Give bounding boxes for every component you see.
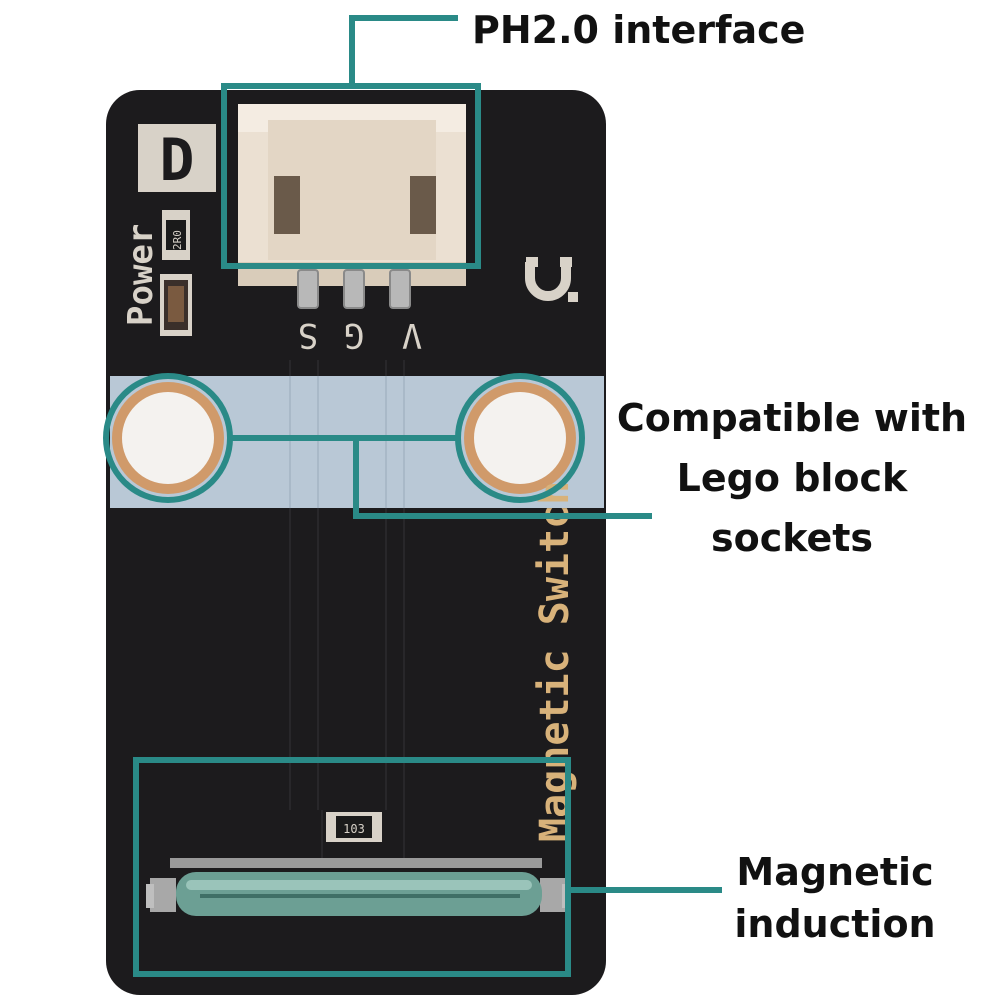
id-letter: D	[160, 126, 195, 194]
magnet-dot	[568, 292, 578, 302]
pin-label-v: V	[402, 315, 422, 355]
smd-resistor-power: 2R0	[162, 210, 190, 260]
magnet-icon	[525, 257, 572, 301]
ph20-leader	[349, 15, 458, 86]
lego-socket-left	[112, 382, 224, 494]
callout-magnetic-line-1: Magnetic	[736, 850, 934, 894]
band-lines	[289, 376, 405, 508]
resistor-code: 103	[343, 822, 365, 836]
power-led	[160, 274, 192, 336]
board-name-label: Magnetic Switch	[532, 481, 578, 842]
callout-ph20-label: PH2.0 interface	[472, 8, 806, 52]
ph20-connector	[238, 104, 466, 286]
callout-lego-line-1: Compatible with	[616, 396, 968, 440]
id-badge: D	[138, 124, 216, 194]
lego-socket-right	[464, 382, 576, 494]
led-code: 2R0	[171, 230, 184, 250]
pin-label-g: G	[344, 315, 364, 355]
board-body	[106, 90, 606, 995]
callout-lego-line-3: sockets	[710, 516, 874, 560]
callout-lego-label: Compatible with Lego block sockets	[604, 388, 980, 568]
pcb-board: D Power 2R0	[106, 90, 606, 995]
pin-label-s: S	[298, 315, 318, 355]
callout-magnetic-line-2: induction	[734, 902, 936, 946]
power-label: Power	[121, 224, 161, 326]
smd-resistor-103: 103	[326, 812, 382, 842]
callout-graphics	[103, 15, 722, 977]
callout-lego-line-2: Lego block	[676, 456, 908, 500]
connector-pins	[297, 269, 411, 309]
callout-magnetic-label: Magnetic induction	[730, 846, 940, 950]
lego-leader	[353, 438, 652, 519]
reed-switch	[146, 858, 570, 916]
magnetic-highlight-box	[133, 757, 571, 977]
